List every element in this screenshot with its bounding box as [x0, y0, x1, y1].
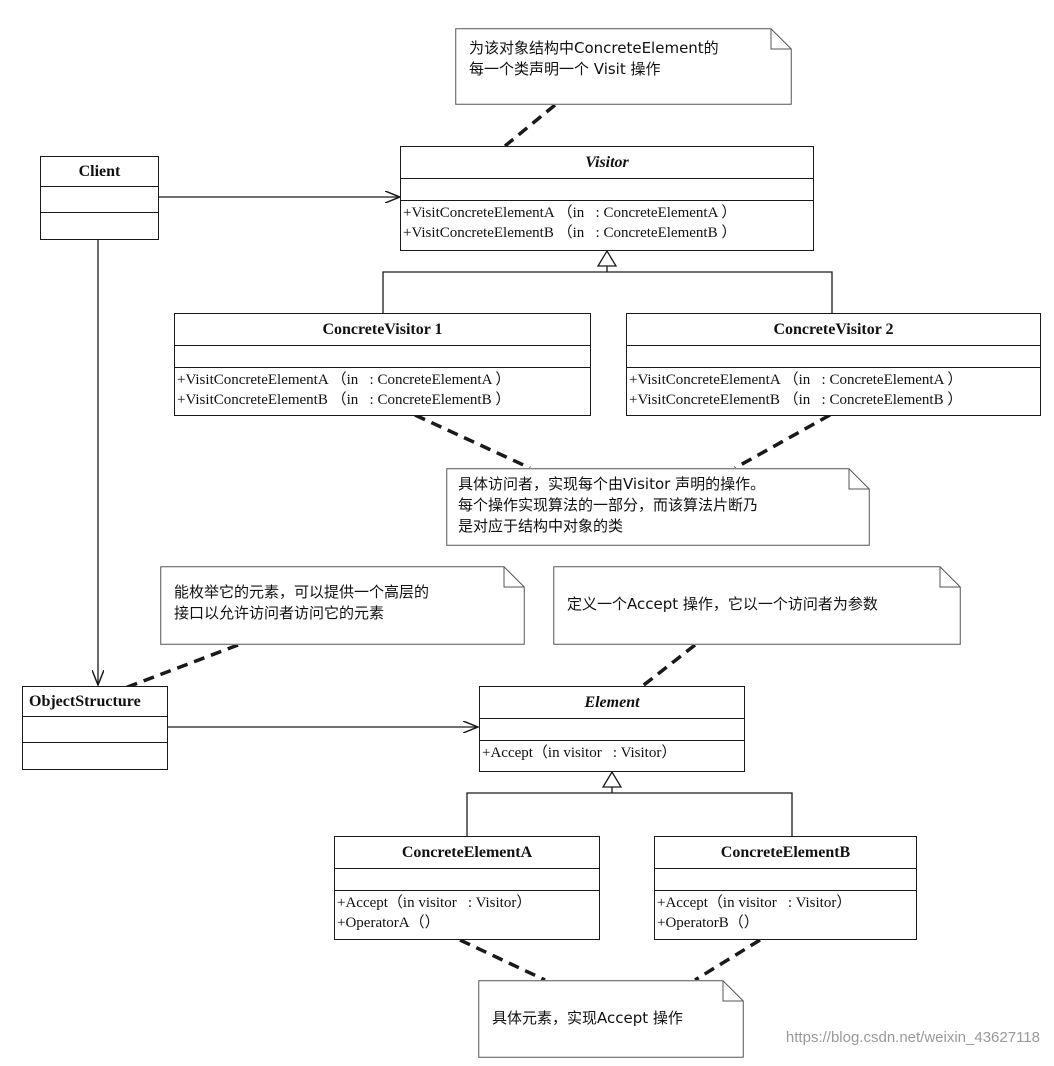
cea-note-anchor: [459, 938, 546, 982]
os-note-anchor: [124, 643, 239, 690]
operation: +VisitConcreteElementA （in : ConcreteEle…: [629, 372, 963, 388]
class-name: ConcreteElementA: [335, 837, 599, 869]
concrete-element-a-class: ConcreteElementA +Accept（in visitor : Vi…: [334, 836, 600, 940]
note-frame: [455, 28, 792, 105]
operation: +Accept（in visitor : Visitor）: [337, 895, 532, 911]
element-generalization: [466, 770, 793, 836]
object-structure-class: ObjectStructure: [22, 686, 168, 770]
class-name: ConcreteVisitor 2: [627, 314, 1040, 346]
attributes-compartment: [23, 717, 167, 743]
note-text: 定义一个Accept 操作，它以一个访问者为参数: [567, 595, 878, 613]
attributes-compartment: [175, 346, 590, 368]
note-text: 能枚举它的元素，可以提供一个高层的 接口以允许访问者访问它的元素: [174, 583, 430, 622]
operation: +VisitConcreteElementB （in : ConcreteEle…: [403, 225, 737, 241]
concrete-visitor-1-class: ConcreteVisitor 1 +VisitConcreteElementA…: [174, 313, 591, 416]
visitor-class: Visitor +VisitConcreteElementA （in : Con…: [400, 146, 814, 251]
class-name: ObjectStructure: [23, 687, 167, 717]
attributes-compartment: [655, 869, 916, 891]
operations-compartment: +Accept（in visitor : Visitor） +OperatorB…: [655, 891, 916, 933]
element-note-anchor: [638, 643, 697, 690]
note-text: 具体元素，实现Accept 操作: [492, 1009, 683, 1027]
operations-compartment: +VisitConcreteElementA （in : ConcreteEle…: [627, 368, 1040, 410]
object-structure-note: 能枚举它的元素，可以提供一个高层的 接口以允许访问者访问它的元素: [160, 566, 525, 645]
class-name: Client: [41, 157, 158, 187]
class-name: ConcreteElementB: [655, 837, 916, 869]
note-frame: [160, 566, 525, 645]
operation: +VisitConcreteElementB （in : ConcreteEle…: [177, 392, 511, 408]
concrete-element-b-class: ConcreteElementB +Accept（in visitor : Vi…: [654, 836, 917, 940]
element-class: Element +Accept（in visitor : Visitor）: [479, 686, 745, 772]
operation: +VisitConcreteElementB （in : ConcreteEle…: [629, 392, 963, 408]
watermark: https://blog.csdn.net/weixin_43627118: [785, 1029, 1040, 1046]
client-class: Client: [40, 156, 159, 240]
operations-compartment: [23, 743, 167, 769]
note-text: 为该对象结构中ConcreteElement的 每一个类声明一个 Visit 操…: [469, 39, 719, 78]
concrete-element-note: 具体元素，实现Accept 操作: [478, 980, 744, 1058]
class-name: Visitor: [401, 147, 813, 179]
operations-compartment: +Accept（in visitor : Visitor）: [480, 741, 744, 763]
operation: +OperatorB（）: [657, 915, 759, 931]
concrete-visitor-2-class: ConcreteVisitor 2 +VisitConcreteElementA…: [626, 313, 1041, 416]
operation: +Accept（in visitor : Visitor）: [482, 745, 677, 761]
ceb-note-anchor: [694, 938, 761, 982]
attributes-compartment: [401, 179, 813, 201]
attributes-compartment: [41, 187, 158, 213]
note-text: 具体访问者，实现每个由Visitor 声明的操作。 每个操作实现算法的一部分，而…: [458, 475, 766, 535]
attributes-compartment: [627, 346, 1040, 368]
note-frame: [446, 468, 870, 546]
operation: +Accept（in visitor : Visitor）: [657, 895, 852, 911]
operations-compartment: +VisitConcreteElementA （in : ConcreteEle…: [175, 368, 590, 410]
operations-compartment: [41, 213, 158, 239]
visitor-note: 为该对象结构中ConcreteElement的 每一个类声明一个 Visit 操…: [455, 28, 792, 105]
operations-compartment: +VisitConcreteElementA （in : ConcreteEle…: [401, 201, 813, 243]
class-name: Element: [480, 687, 744, 719]
visitor-note-anchor: [503, 103, 557, 148]
note-frame: [553, 566, 961, 645]
element-note: 定义一个Accept 操作，它以一个访问者为参数: [553, 566, 961, 645]
attributes-compartment: [335, 869, 599, 891]
operation: +OperatorA（）: [337, 915, 440, 931]
operations-compartment: +Accept（in visitor : Visitor） +OperatorA…: [335, 891, 599, 933]
visitor-generalization: [382, 249, 833, 313]
note-frame: [478, 980, 744, 1058]
operation: +VisitConcreteElementA （in : ConcreteEle…: [403, 205, 737, 221]
cv1-note-anchor: [414, 413, 531, 470]
concrete-visitor-note: 具体访问者，实现每个由Visitor 声明的操作。 每个操作实现算法的一部分，而…: [446, 468, 870, 546]
attributes-compartment: [480, 719, 744, 741]
operation: +VisitConcreteElementA （in : ConcreteEle…: [177, 372, 511, 388]
cv2-note-anchor: [734, 413, 831, 470]
class-name: ConcreteVisitor 1: [175, 314, 590, 346]
